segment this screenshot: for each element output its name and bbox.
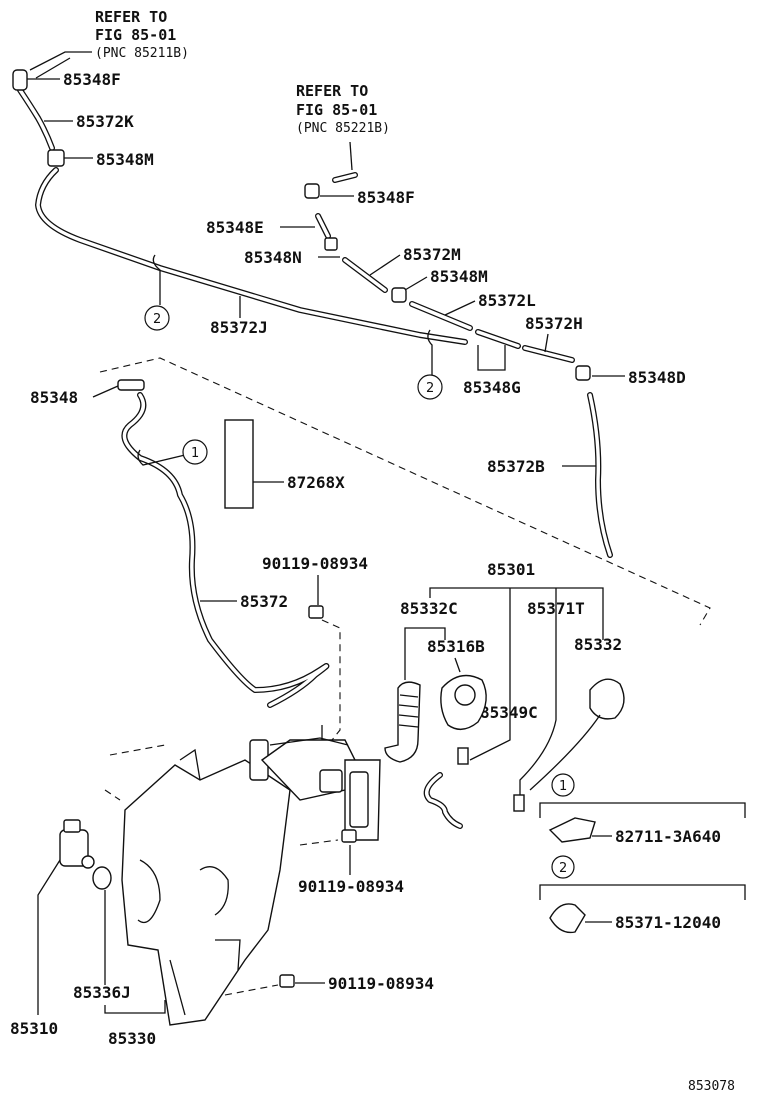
label-85349C: 85349C [480, 703, 538, 722]
connector-85348F-center [304, 183, 320, 199]
label-85332: 85332 [574, 635, 622, 654]
label-85348G: 85348G [463, 378, 521, 397]
pump-85310 [59, 819, 95, 869]
label-85332C: 85332C [400, 599, 458, 618]
reference-1-line2: FIG 85-01 [95, 26, 176, 44]
legend-2-number: 2 [559, 861, 567, 876]
label-85336J: 85336J [73, 983, 131, 1002]
connector-85348M-center [391, 287, 407, 303]
nozzle-85348 [117, 379, 145, 391]
legend-clamp-1: 1 82711-3A640 [539, 773, 746, 846]
label-85348: 85348 [30, 388, 78, 407]
sticker-87268X [224, 419, 254, 509]
label-85348F-left: 85348F [63, 70, 121, 89]
legend-clamp-2: 2 85371-12040 [539, 855, 746, 934]
reference-1-line3: (PNC 85211B) [95, 46, 189, 61]
connector-85348D [575, 365, 591, 381]
label-85348M-left: 85348M [96, 150, 154, 169]
label-85372H: 85372H [525, 314, 583, 333]
filler-neck-85332C [384, 681, 421, 763]
callout-1-left [182, 439, 208, 465]
label-85348M-center: 85348M [430, 267, 488, 286]
reference-2-line2: FIG 85-01 [296, 101, 377, 119]
label-87268X: 87268X [287, 473, 345, 492]
body-outline-dashed [99, 357, 711, 626]
label-85372M: 85372M [403, 245, 461, 264]
clamp-82711 [548, 817, 596, 843]
label-90119-middle: 90119-08934 [298, 877, 404, 896]
callout-2-center [417, 374, 443, 400]
label-85372: 85372 [240, 592, 288, 611]
reference-note-2: REFER TO FIG 85-01 (PNC 85221B) [296, 82, 390, 183]
connector-85348M-left [47, 149, 65, 167]
left-washer-line [117, 379, 330, 708]
figure-id: 853078 [688, 1079, 735, 1094]
label-85348F-center: 85348F [357, 188, 415, 207]
label-85372K: 85372K [76, 112, 134, 131]
bolt-90119-bottom [279, 974, 295, 988]
connector-85348N [324, 237, 338, 251]
label-90119-bottom: 90119-08934 [328, 974, 434, 993]
cap-85332 [589, 678, 625, 720]
bolt-90119-top [308, 605, 324, 619]
label-85348E: 85348E [206, 218, 264, 237]
reference-2-line3: (PNC 85221B) [296, 121, 390, 136]
label-85310: 85310 [10, 1019, 58, 1038]
label-85348N: 85348N [244, 248, 302, 267]
washer-tank-85330 [121, 725, 381, 1026]
grommet-85336J [92, 866, 112, 890]
label-85301: 85301 [487, 560, 535, 579]
label-82711: 82711-3A640 [615, 827, 721, 846]
callout-2-center-text: 2 [426, 381, 434, 396]
bolt-90119-middle [341, 829, 357, 843]
label-85316B: 85316B [427, 637, 485, 656]
label-90119-top: 90119-08934 [262, 554, 368, 573]
clamp-85371 [549, 903, 586, 934]
callout-1-left-text: 1 [191, 446, 199, 461]
reference-note-1: REFER TO FIG 85-01 (PNC 85211B) [29, 8, 189, 79]
reference-1-line1: REFER TO [95, 8, 167, 26]
label-85330: 85330 [108, 1029, 156, 1048]
level-sensor-85371T [513, 794, 525, 812]
center-upper-hoses [304, 183, 613, 558]
callout-2-upper-left [144, 305, 170, 331]
reference-2-line1: REFER TO [296, 82, 368, 100]
label-85371: 85371-12040 [615, 913, 721, 932]
label-85372L: 85372L [478, 291, 536, 310]
label-85372J: 85372J [210, 318, 268, 337]
upper-left-hose-branch [12, 69, 468, 375]
callout-2-upper-left-text: 2 [153, 312, 161, 327]
connector-85348F-left [12, 69, 28, 91]
label-85348D: 85348D [628, 368, 686, 387]
label-85372B: 85372B [487, 457, 545, 476]
grommet-85349C [457, 747, 469, 765]
legend-1-number: 1 [559, 779, 567, 794]
